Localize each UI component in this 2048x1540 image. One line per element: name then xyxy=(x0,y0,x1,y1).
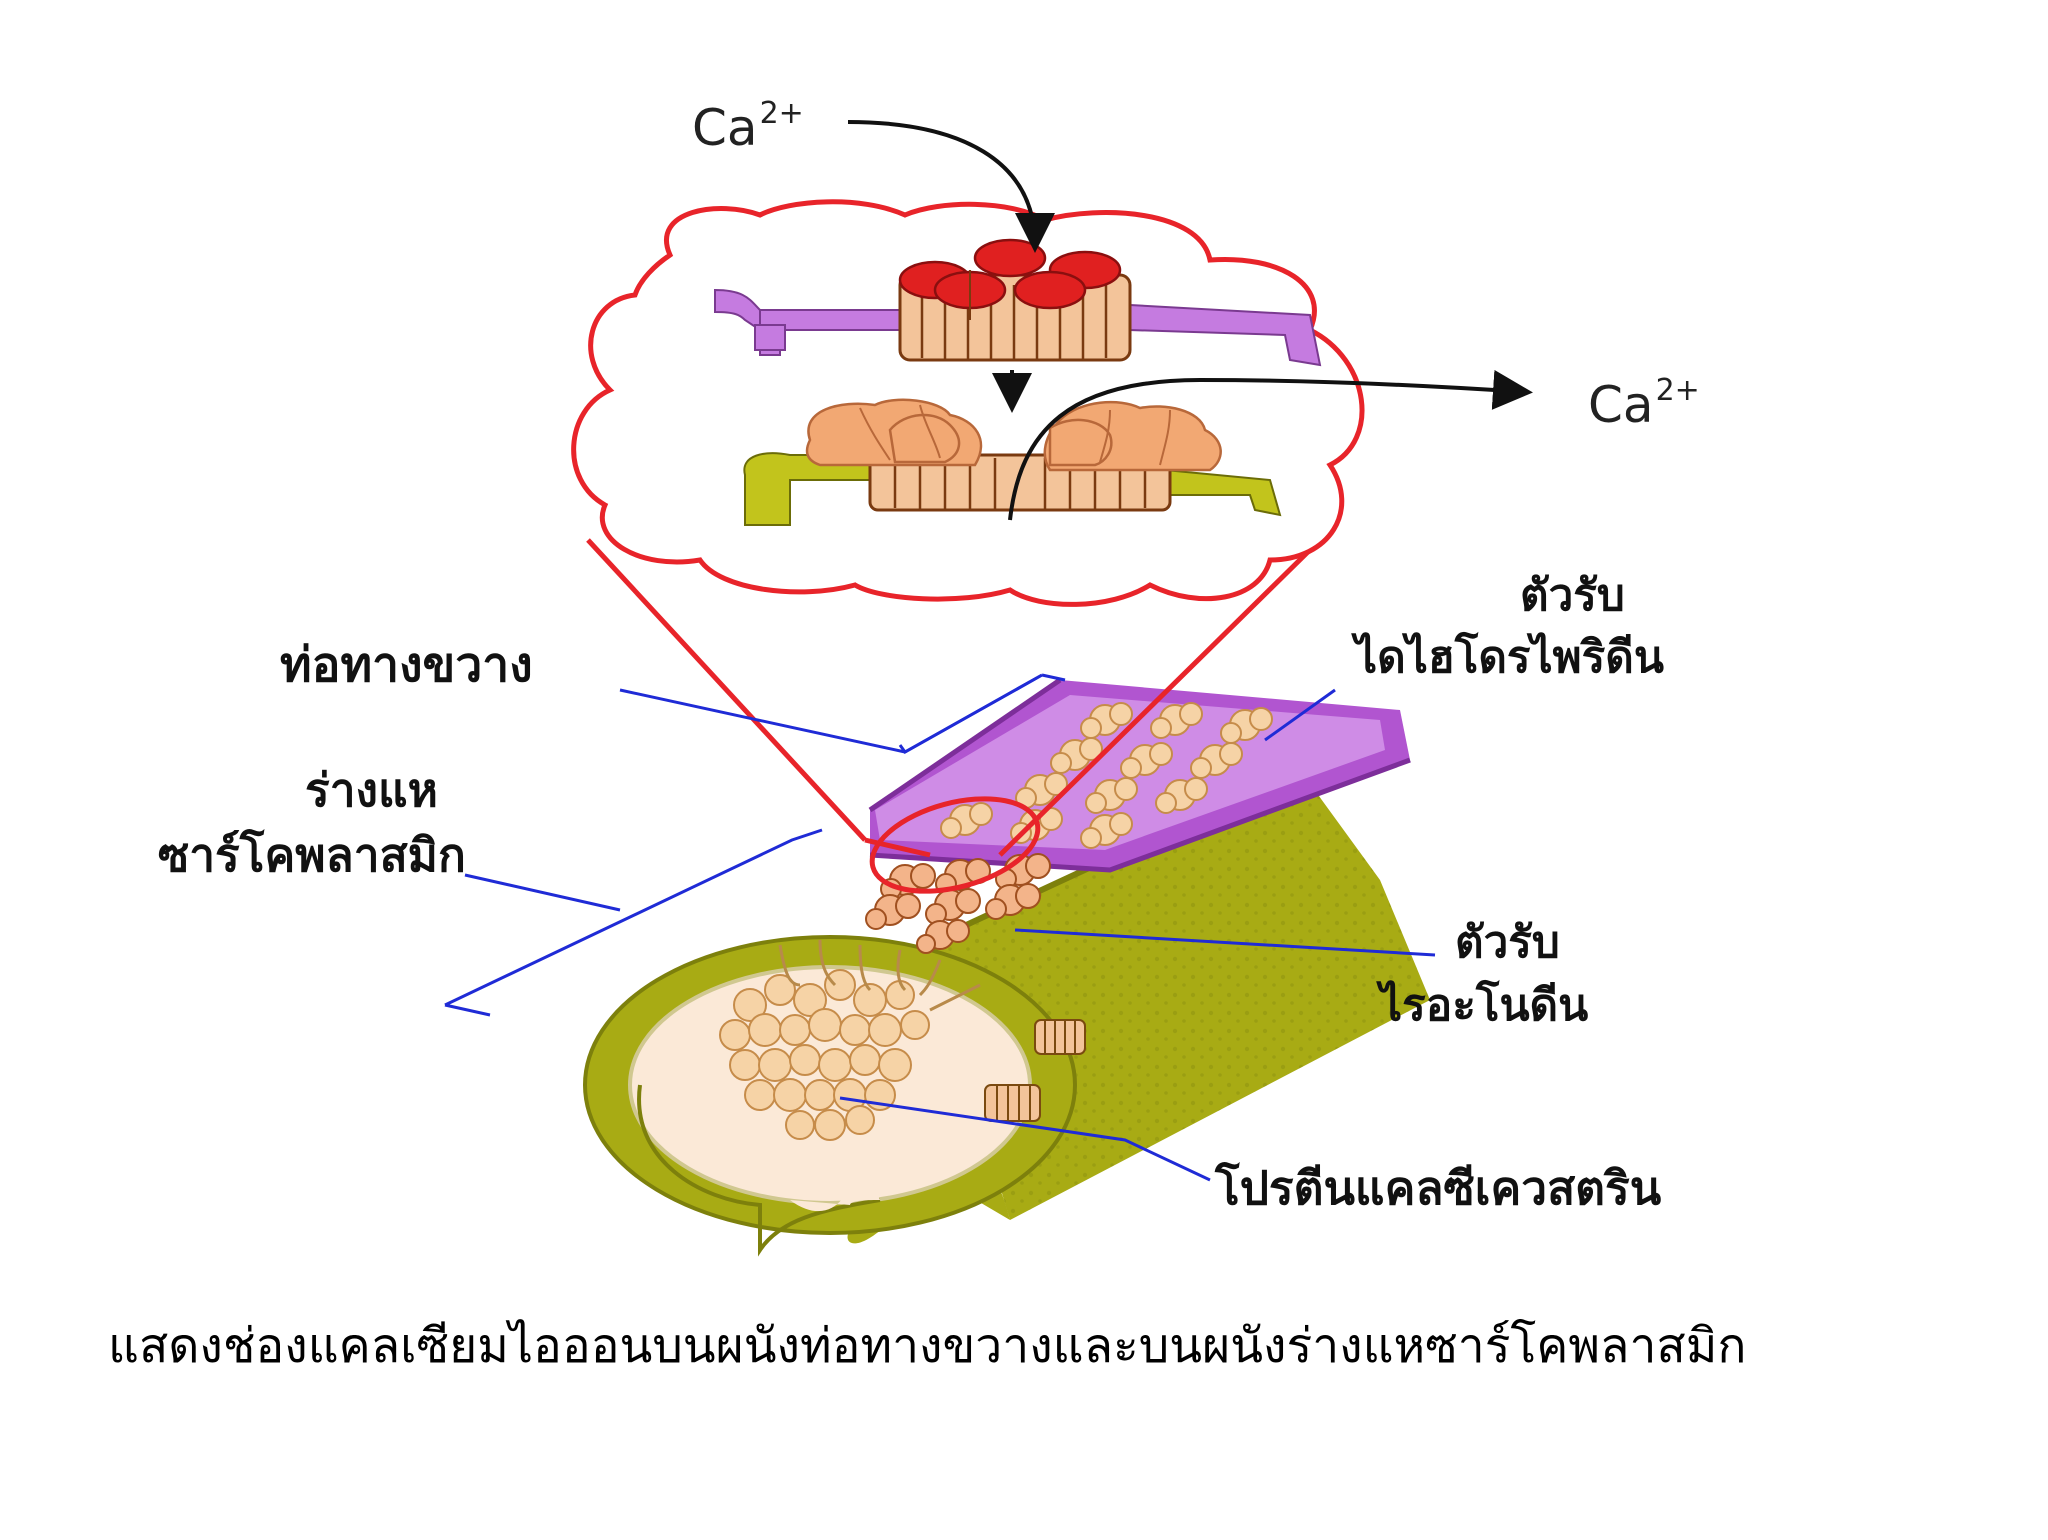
ca-ion-in-label: Ca2+ xyxy=(692,95,804,160)
sr-label-line1: ร่างแห xyxy=(305,763,438,817)
t-tubule-label: ท่อทางขวาง xyxy=(280,637,533,693)
dhp-label-line2: ไดไฮโดรไพริดีน xyxy=(1355,632,1664,683)
ryr-label-line2: ไรอะโนดีน xyxy=(1380,980,1589,1031)
dhp-label-line1: ตัวรับ xyxy=(1520,570,1625,621)
ca-ion-out-label: Ca2+ xyxy=(1588,372,1700,437)
ca-ion-out-symbol: Ca xyxy=(1588,376,1654,434)
ca-ion-out-charge: 2+ xyxy=(1655,373,1700,408)
leader-lines xyxy=(444,673,1436,1182)
figure-caption: แสดงช่องแคลเซียมไอออนบนผนังท่อทางขวางและ… xyxy=(108,1318,1747,1374)
ca-efflux-arrow xyxy=(1008,369,1533,521)
ryr-label-line1: ตัวรับ xyxy=(1455,917,1560,968)
ca-ion-in-symbol: Ca xyxy=(692,99,758,157)
sr-label-line2: ซาร์โคพลาสมิก xyxy=(158,828,466,882)
t-tubule xyxy=(865,677,1411,954)
ca-influx-arrow xyxy=(847,120,1055,253)
calsequestrin-label: โปรตีนแคลซีเควสตริน xyxy=(1215,1161,1662,1215)
ca-ion-in-charge: 2+ xyxy=(759,96,804,131)
sarcoplasmic-reticulum-tube xyxy=(583,767,1430,1257)
open-calcium-channel xyxy=(743,398,1282,526)
